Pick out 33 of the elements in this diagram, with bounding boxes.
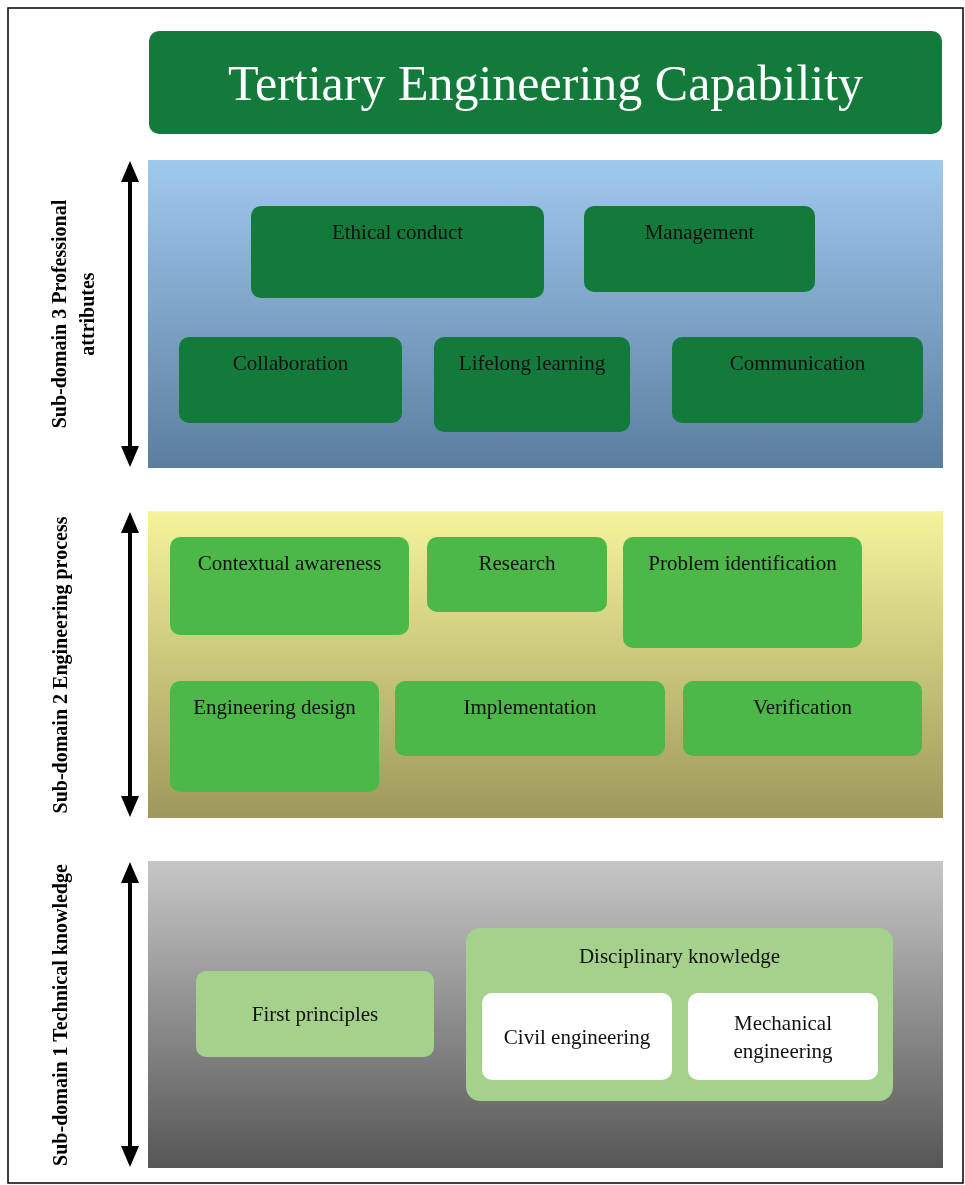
box-label: First principles [251, 1001, 379, 1028]
title-banner: Tertiary Engineering Capability [149, 31, 942, 134]
capability-box [179, 337, 402, 423]
capability-box [170, 681, 379, 792]
capability-box [196, 971, 434, 1057]
capability-box [672, 337, 923, 423]
capability-box [170, 537, 409, 635]
box-label: Mechanical engineering [732, 1009, 834, 1065]
box-label: Lifelong learning [458, 350, 606, 377]
box-label: Civil engineering [503, 1023, 651, 1051]
box-label: Management [644, 219, 755, 246]
capability-box [482, 993, 672, 1080]
capability-box [434, 337, 630, 432]
box-label: Contextual awareness [197, 550, 382, 577]
box-label: Disciplinary knowledge [578, 943, 781, 970]
box-label: Collaboration [232, 350, 349, 377]
capability-box [688, 993, 878, 1080]
box-label: Implementation [463, 694, 597, 721]
box-label: Communication [729, 350, 866, 377]
capability-box [251, 206, 544, 298]
box-label: Engineering design [193, 694, 356, 721]
capability-box [623, 537, 862, 648]
capability-box [427, 537, 607, 612]
box-label: Verification [752, 694, 853, 721]
band-label: Sub-domain 3 Professional attributes [47, 198, 99, 431]
box-label: Research [478, 550, 556, 577]
band-label: Sub-domain 1 Technical knowledge [47, 862, 73, 1168]
box-label: Ethical conduct [331, 219, 464, 246]
capability-box [683, 681, 922, 756]
capability-box [584, 206, 815, 292]
box-label: Problem identification [648, 550, 837, 577]
capability-box [395, 681, 665, 756]
band-label: Sub-domain 2 Engineering process [47, 515, 73, 815]
